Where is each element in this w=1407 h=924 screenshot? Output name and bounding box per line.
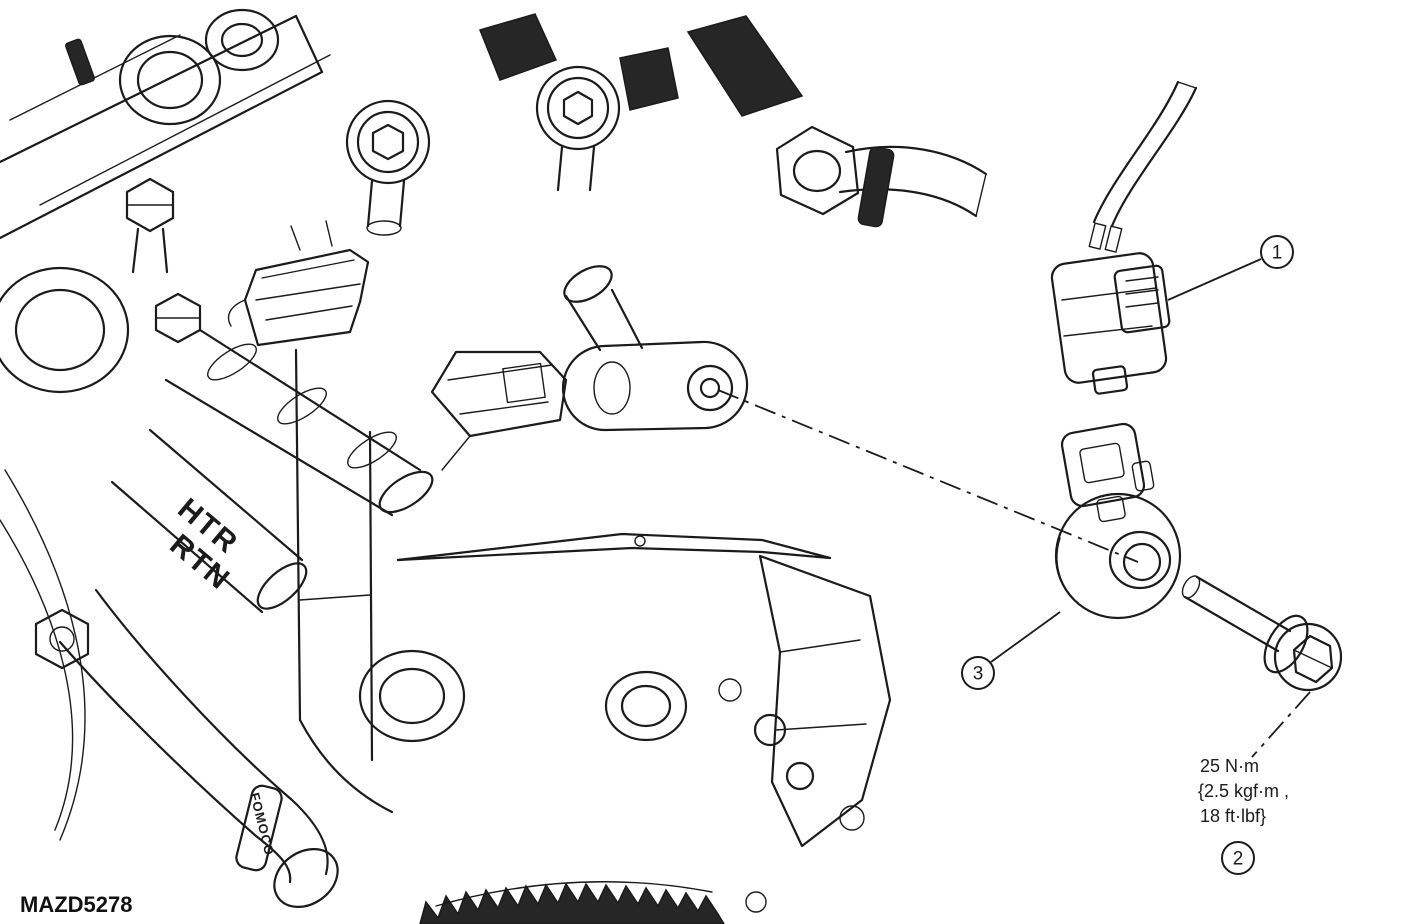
fuel-line-union xyxy=(154,292,202,344)
lower-block xyxy=(294,348,892,848)
figure-id: MAZD5278 xyxy=(20,892,132,917)
cylinder-head-edges xyxy=(0,14,331,240)
pigtail-wire xyxy=(1088,80,1198,253)
torque-spec-line1: 25 N·m xyxy=(1200,756,1259,776)
injector-body xyxy=(164,328,434,517)
tag-label-fomoco: FOMOCO xyxy=(247,791,277,857)
hex-bolt-upper-left xyxy=(125,177,175,274)
connector-body xyxy=(1050,252,1171,395)
bracket-plate xyxy=(396,532,832,562)
callout-3-leader xyxy=(990,611,1061,663)
callout-2: 2 xyxy=(1221,841,1255,875)
sensor-ring xyxy=(1054,492,1182,620)
connector-illustration xyxy=(1050,80,1198,395)
htr-rtn-hose: HTR RTN xyxy=(110,428,308,614)
fomoco-tag: FOMOCO xyxy=(235,784,283,872)
callout-1-leader xyxy=(1167,258,1262,301)
socket-bolt-left xyxy=(345,99,431,236)
socket-bolt-right xyxy=(535,65,621,192)
engine-assembly-illustration: HTR RTN xyxy=(0,8,988,924)
center-sensor-connector xyxy=(430,350,568,471)
knock-sensor-illustration xyxy=(1054,422,1182,620)
lower-left-hose xyxy=(0,469,339,908)
torque-spec: 25 N·m {2.5 kgf·m , 18 ft·lbf} xyxy=(1198,756,1289,826)
shaded-boss-right xyxy=(619,47,679,111)
callout-3: 3 xyxy=(961,656,995,690)
torque-spec-line3: 18 ft·lbf} xyxy=(1200,806,1266,826)
alignment-leader-line xyxy=(717,389,1139,563)
harness-connector xyxy=(227,220,370,347)
bolt-illustration xyxy=(1181,575,1343,692)
callout-2-number: 2 xyxy=(1233,849,1244,870)
torque-spec-line2: {2.5 kgf·m , xyxy=(1198,781,1289,801)
callout-3-number: 3 xyxy=(973,664,984,685)
callout-1: 1 xyxy=(1260,235,1294,269)
upper-right-fitting xyxy=(686,15,988,228)
callout-1-number: 1 xyxy=(1272,243,1283,264)
top-left-ports xyxy=(0,8,280,394)
sensor-socket xyxy=(1060,422,1155,523)
sensor-mounting-boss xyxy=(561,265,749,432)
gear-teeth xyxy=(419,881,767,924)
callout-2-leader xyxy=(1251,691,1311,758)
shaded-boss-left xyxy=(478,13,558,81)
